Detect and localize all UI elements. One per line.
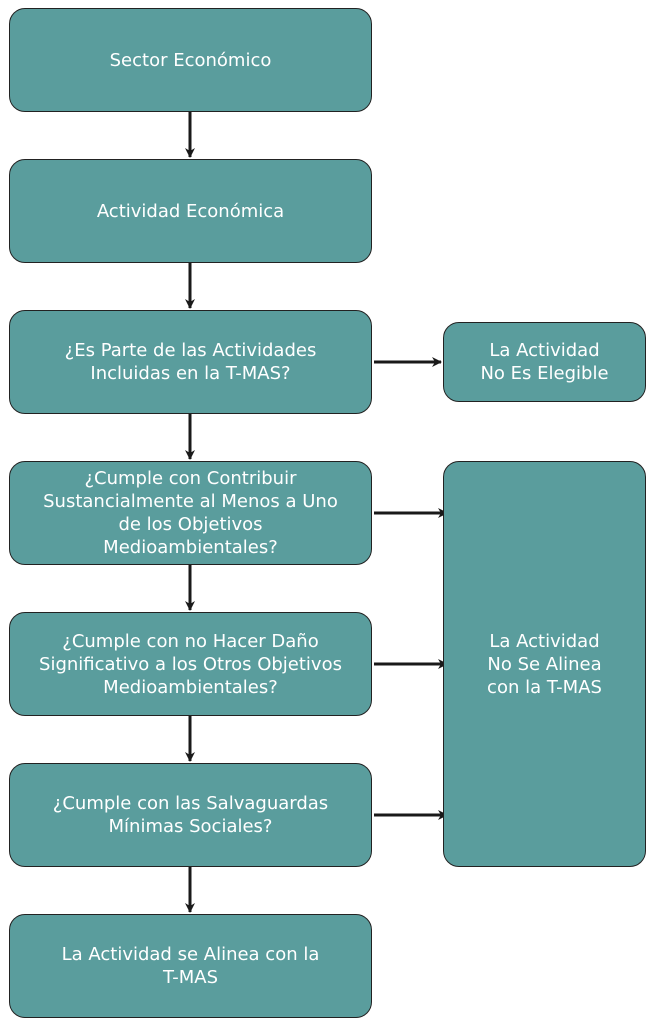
step-sector-economico: Sector Económico [9, 8, 372, 112]
decision-salvaguardas-minimas: ¿Cumple con las Salvaguardas Mínimas Soc… [9, 763, 372, 867]
result-actividad-alineada: La Actividad se Alinea con la T-MAS [9, 914, 372, 1018]
decision-incluida-tmas: ¿Es Parte de las Actividades Incluidas e… [9, 310, 372, 414]
step-actividad-economica: Actividad Económica [9, 159, 372, 263]
decision-no-dano-significativo: ¿Cumple con no Hacer Daño Significativo … [9, 612, 372, 716]
result-no-elegible: La Actividad No Es Elegible [443, 322, 646, 402]
result-no-alineada: La Actividad No Se Alinea con la T-MAS [443, 461, 646, 867]
decision-contribucion-sustancial: ¿Cumple con Contribuir Sustancialmente a… [9, 461, 372, 565]
